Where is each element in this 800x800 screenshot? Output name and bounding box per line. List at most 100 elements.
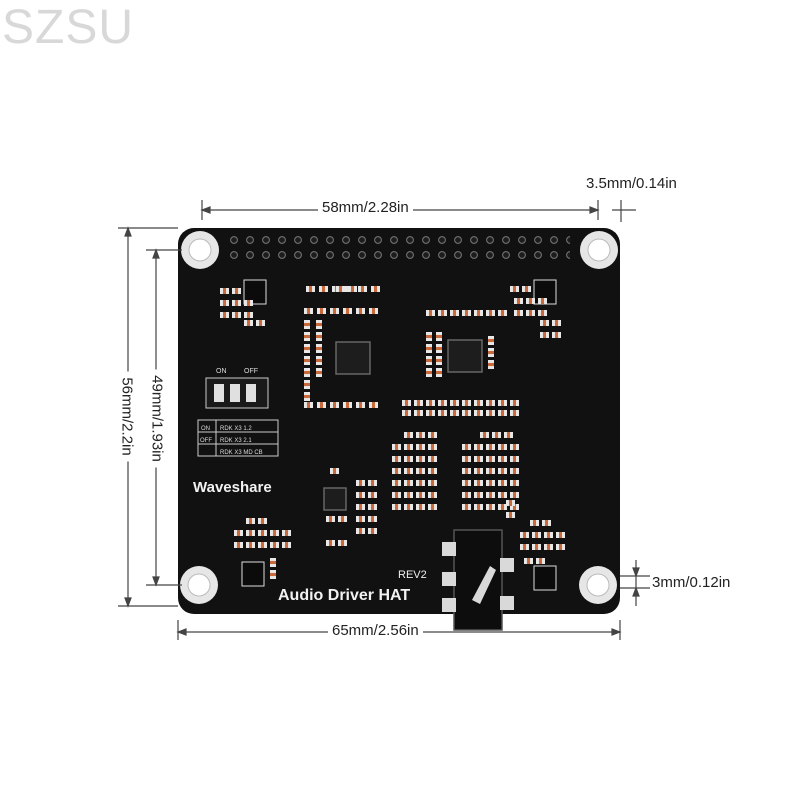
product-label: Audio Driver HAT (278, 587, 410, 604)
table-row-1-state: ON (201, 426, 210, 432)
smd-part (348, 286, 357, 292)
smd-part (462, 310, 471, 316)
smd-part (317, 308, 326, 314)
smd-part (498, 504, 507, 510)
smd-part (474, 504, 483, 510)
smd-part (392, 492, 401, 498)
ic-bottom-right (533, 565, 557, 591)
outer-height-label: 56mm/2.2in (118, 371, 136, 462)
smd-part (319, 286, 328, 292)
smd-part (270, 558, 276, 567)
smd-part (369, 308, 378, 314)
smd-part (304, 344, 310, 353)
smd-part (532, 532, 541, 538)
smd-part (510, 456, 519, 462)
smd-part (428, 444, 437, 450)
smd-part (338, 516, 347, 522)
top-width-label: 58mm/2.28in (318, 199, 413, 216)
smd-part (450, 400, 459, 406)
smd-part (474, 410, 483, 416)
dip-switch (205, 377, 269, 409)
smd-part (498, 480, 507, 486)
smd-part (402, 410, 411, 416)
hole-diameter-label: 3.5mm/0.14in (586, 175, 677, 192)
smd-part (538, 310, 547, 316)
smd-part (326, 540, 335, 546)
rdk-table (197, 419, 279, 457)
smd-part (220, 288, 229, 294)
smd-part (256, 320, 265, 326)
smd-part (220, 312, 229, 318)
smd-part (480, 432, 489, 438)
switch-off-label: OFF (244, 368, 258, 375)
smd-part (392, 480, 401, 486)
smd-part (498, 310, 507, 316)
smd-part (426, 310, 435, 316)
smd-part (428, 492, 437, 498)
smd-part (486, 468, 495, 474)
smd-part (426, 344, 432, 353)
smd-part (368, 492, 377, 498)
smd-part (356, 492, 365, 498)
smd-part (416, 444, 425, 450)
smd-part (486, 310, 495, 316)
gpio-header (228, 234, 570, 264)
smd-part (416, 504, 425, 510)
smd-part (404, 444, 413, 450)
smd-part (232, 300, 241, 306)
table-row-2-text: RDK X3 2.1 (220, 438, 252, 444)
smd-part (356, 528, 365, 534)
mounting-hole-tr (580, 231, 618, 269)
smd-part (258, 518, 267, 524)
smd-part (436, 368, 442, 377)
smd-part (426, 356, 432, 365)
smd-part (404, 432, 413, 438)
smd-part (462, 400, 471, 406)
smd-part (510, 504, 519, 510)
smd-part (392, 504, 401, 510)
smd-part (404, 504, 413, 510)
smd-part (428, 432, 437, 438)
watermark: SZSU (2, 1, 135, 54)
switch-on-label: ON (216, 368, 227, 375)
audio-jack (442, 529, 514, 631)
smd-part (536, 558, 545, 564)
smd-part (486, 400, 495, 406)
smd-part (474, 456, 483, 462)
smd-part (486, 504, 495, 510)
smd-part (234, 530, 243, 536)
smd-part (498, 456, 507, 462)
smd-part (392, 456, 401, 462)
smd-part (462, 444, 471, 450)
smd-part (486, 480, 495, 486)
smd-part (356, 516, 365, 522)
smd-part (538, 298, 547, 304)
smd-part (462, 504, 471, 510)
inner-height-label: 49mm/1.93in (148, 369, 166, 468)
smd-part (416, 432, 425, 438)
smd-part (426, 368, 432, 377)
smd-part (270, 570, 276, 579)
right-offset-label: 3mm/0.12in (652, 574, 731, 591)
ic-bottom-left (241, 561, 265, 587)
codec-chip-left (335, 341, 371, 375)
smd-part (414, 410, 423, 416)
smd-part (356, 504, 365, 510)
smd-part (522, 286, 531, 292)
smd-part (520, 544, 529, 550)
smd-part (426, 332, 432, 341)
smd-part (556, 544, 565, 550)
smd-part (371, 286, 380, 292)
smd-part (498, 410, 507, 416)
smd-part (416, 492, 425, 498)
bottom-width-label: 65mm/2.56in (328, 622, 423, 639)
smd-part (416, 456, 425, 462)
smd-part (544, 532, 553, 538)
smd-part (438, 310, 447, 316)
smd-part (498, 400, 507, 406)
smd-part (316, 368, 322, 377)
smd-part (556, 532, 565, 538)
smd-part (450, 410, 459, 416)
